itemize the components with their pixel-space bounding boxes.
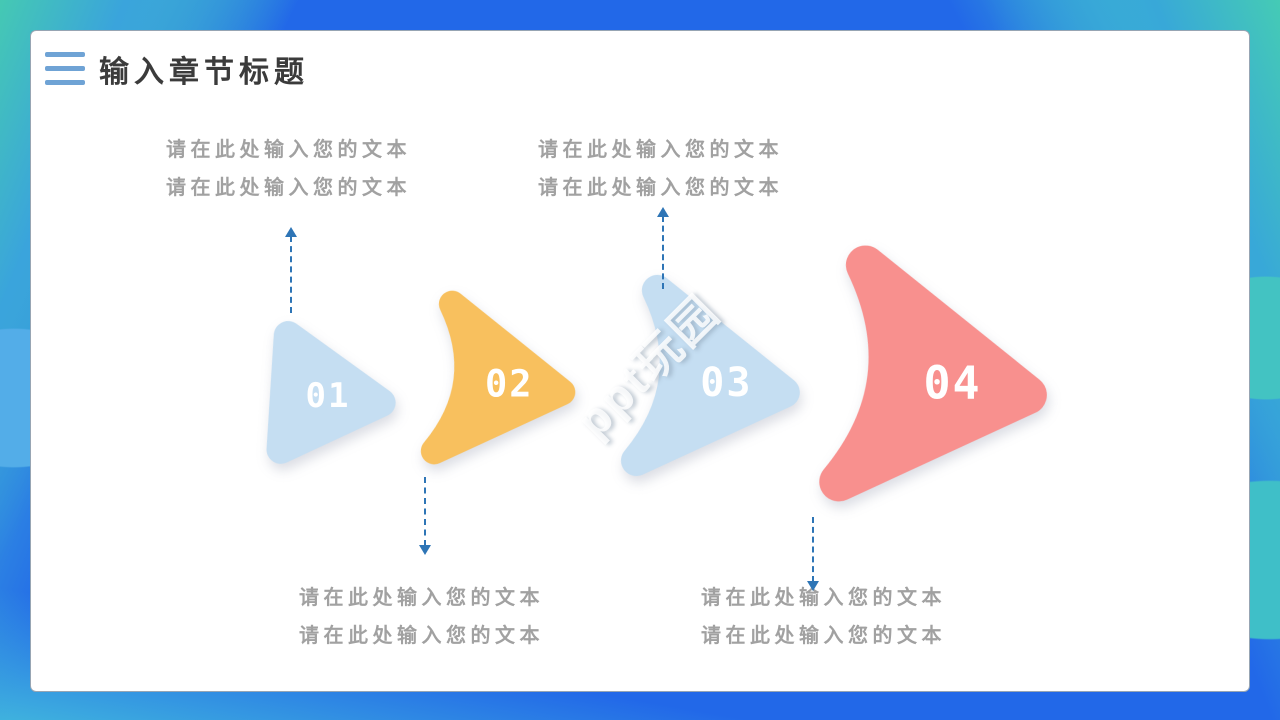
triangle-shape <box>266 321 396 464</box>
text-placeholder-bottom-right: 请在此处输入您的文本 请在此处输入您的文本 <box>701 579 946 655</box>
step-shape-01: 01 <box>239 303 407 488</box>
placeholder-line: 请在此处输入您的文本 <box>701 625 946 647</box>
hamburger-bar <box>45 66 85 71</box>
arrowhead-up-icon <box>657 207 669 217</box>
down-arrow-connector-2 <box>417 477 433 555</box>
hamburger-bar <box>45 80 85 85</box>
step-number: 03 <box>700 360 753 406</box>
placeholder-line: 请在此处输入您的文本 <box>166 139 411 161</box>
step-shape-04: 04 <box>789 243 1071 523</box>
placeholder-line: 请在此处输入您的文本 <box>538 139 783 161</box>
up-arrow-connector-1 <box>283 227 299 313</box>
placeholder-line: 请在此处输入您的文本 <box>166 177 411 199</box>
placeholder-line: 请在此处输入您的文本 <box>299 587 544 609</box>
text-placeholder-top-left: 请在此处输入您的文本 请在此处输入您的文本 <box>166 131 411 207</box>
step-shape-03: 03 <box>593 273 823 493</box>
arrowhead-down-icon <box>419 545 431 555</box>
placeholder-line: 请在此处输入您的文本 <box>538 177 783 199</box>
step-shape-02: 02 <box>401 286 591 482</box>
step-number: 01 <box>305 375 351 416</box>
slide-title: 输入章节标题 <box>99 56 309 89</box>
arrowhead-up-icon <box>285 227 297 237</box>
step-number: 04 <box>923 356 982 410</box>
slide-card: 输入章节标题 请在此处输入您的文本 请在此处输入您的文本 请在此处输入您的文本 … <box>30 30 1250 692</box>
chevron-shape <box>420 290 576 465</box>
dashed-line <box>812 517 814 582</box>
placeholder-line: 请在此处输入您的文本 <box>299 625 544 647</box>
text-placeholder-bottom-left: 请在此处输入您的文本 请在此处输入您的文本 <box>299 579 544 655</box>
arrowhead-down-icon <box>807 581 819 591</box>
step-number: 02 <box>485 362 534 406</box>
dashed-line <box>290 236 292 313</box>
text-placeholder-top-right: 请在此处输入您的文本 请在此处输入您的文本 <box>538 131 783 207</box>
hamburger-icon <box>45 52 85 94</box>
placeholder-line: 请在此处输入您的文本 <box>701 587 946 609</box>
chevron-shape <box>621 274 800 477</box>
down-arrow-connector-4 <box>805 517 821 591</box>
hamburger-bar <box>45 52 85 57</box>
dashed-line <box>424 477 426 546</box>
up-arrow-connector-3 <box>655 207 671 289</box>
dashed-line <box>662 216 664 289</box>
chevron-shape <box>819 245 1047 502</box>
